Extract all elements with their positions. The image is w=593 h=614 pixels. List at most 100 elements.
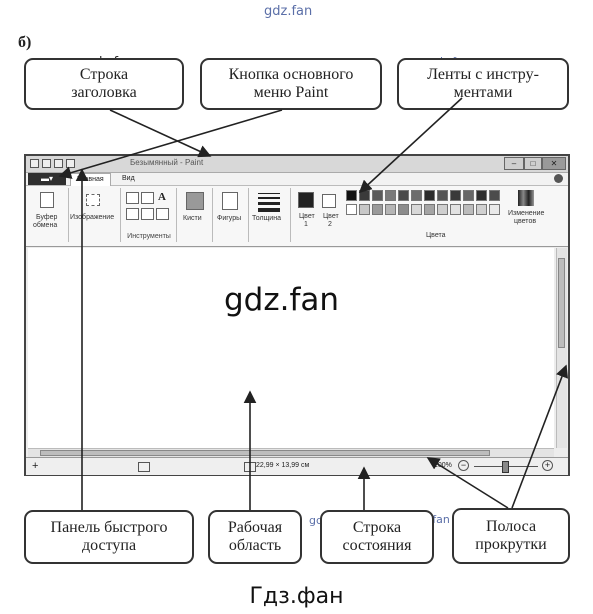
brushes-label[interactable]: Кисти (183, 215, 202, 222)
horizontal-scroll-thumb[interactable] (40, 450, 490, 456)
paste-icon[interactable] (40, 192, 54, 208)
palette-color-swatch[interactable] (398, 204, 409, 215)
palette-color-swatch[interactable] (346, 204, 357, 215)
palette-color-swatch[interactable] (489, 190, 500, 201)
thickness-label[interactable]: Толщина (252, 215, 281, 222)
brush-icon[interactable] (186, 192, 204, 210)
edit-colors-icon[interactable] (518, 190, 534, 206)
palette-color-swatch[interactable] (463, 204, 474, 215)
color1-label: 1 (304, 221, 308, 228)
palette-color-swatch[interactable] (398, 190, 409, 201)
edit-colors-label[interactable]: цветов (514, 218, 537, 225)
color1-label: Цвет (299, 213, 315, 220)
color-select-group: Цвет 1 Цвет 2 (292, 188, 344, 242)
callout-text: заголовка (71, 84, 137, 101)
colors-group-title: Цвета (426, 232, 446, 239)
callout-title-bar: Строка заголовка (24, 58, 184, 110)
callout-work-area: Рабочая область (208, 510, 302, 564)
callout-text: ментами (453, 84, 513, 101)
watermark-bottom: Гдз.фан (249, 584, 344, 609)
palette-color-swatch[interactable] (372, 204, 383, 215)
shapes-icon[interactable] (222, 192, 238, 210)
vertical-scroll-thumb[interactable] (558, 258, 565, 348)
callout-text: Кнопка основного (228, 66, 354, 83)
tools-group: A Инструменты (122, 188, 177, 242)
palette-color-swatch[interactable] (346, 190, 357, 201)
palette-grid (346, 188, 506, 218)
edit-colors-label[interactable]: Изменение (508, 210, 545, 217)
drawing-canvas[interactable] (28, 248, 554, 448)
paint-menu-button[interactable]: ▬▾ (28, 173, 66, 185)
palette-color-swatch[interactable] (411, 190, 422, 201)
close-button[interactable]: ✕ (542, 157, 566, 170)
zoom-in-icon[interactable]: + (542, 460, 553, 471)
palette-color-swatch[interactable] (359, 204, 370, 215)
fill-icon[interactable] (141, 192, 154, 204)
palette-color-swatch[interactable] (437, 190, 448, 201)
text-icon[interactable]: A (158, 191, 166, 203)
palette-color-swatch[interactable] (385, 204, 396, 215)
arrow-scrollbar-h (426, 457, 509, 509)
callout-text: состояния (342, 537, 412, 554)
palette-color-swatch[interactable] (476, 190, 487, 201)
color1-swatch[interactable] (298, 192, 314, 208)
callout-text: Строка (79, 66, 129, 83)
clipboard-label: Буфер (36, 214, 58, 221)
shapes-group: Фигуры (214, 188, 249, 242)
color-palette: Изменение цветов Цвета (346, 188, 566, 244)
tab-view[interactable]: Вид (122, 175, 135, 182)
watermark-top: gdz.fan (264, 4, 313, 19)
select-icon[interactable] (86, 194, 100, 206)
shapes-label[interactable]: Фигуры (217, 215, 242, 222)
thickness-group: Толщина (250, 188, 291, 242)
vertical-scrollbar[interactable] (556, 248, 567, 448)
callout-text: Панель быстрого (50, 519, 168, 536)
color2-swatch[interactable] (322, 194, 336, 208)
palette-color-swatch[interactable] (489, 204, 500, 215)
palette-color-swatch[interactable] (437, 204, 448, 215)
zoom-slider-thumb[interactable] (502, 461, 509, 473)
palette-color-swatch[interactable] (372, 190, 383, 201)
image-label[interactable]: Изображение (70, 214, 115, 221)
callout-text: Полоса (485, 518, 537, 535)
eraser-icon[interactable] (126, 208, 139, 220)
palette-color-swatch[interactable] (450, 204, 461, 215)
minimize-button[interactable]: – (504, 157, 524, 170)
magnifier-icon[interactable] (156, 208, 169, 220)
paint-app-icon (30, 159, 39, 168)
callout-text: прокрутки (475, 536, 547, 553)
maximize-button[interactable]: □ (524, 157, 542, 170)
save-icon[interactable] (42, 159, 51, 168)
thickness-icon[interactable] (258, 193, 280, 212)
horizontal-scrollbar[interactable] (28, 448, 554, 457)
palette-color-swatch[interactable] (424, 204, 435, 215)
selection-icon (138, 462, 150, 472)
callout-main-menu: Кнопка основного меню Paint (200, 58, 382, 110)
color2-label: 2 (328, 221, 332, 228)
palette-color-swatch[interactable] (411, 204, 422, 215)
palette-color-swatch[interactable] (424, 190, 435, 201)
pencil-icon[interactable] (126, 192, 139, 204)
canvas-size-text: 22,99 × 13,99 см (256, 462, 310, 469)
zoom-level: 100% (434, 462, 452, 469)
palette-color-swatch[interactable] (463, 190, 474, 201)
add-icon: + (32, 460, 39, 472)
callout-ribbons: Ленты с инстру- ментами (397, 58, 569, 110)
color-picker-icon[interactable] (141, 208, 154, 220)
help-icon[interactable] (554, 174, 563, 183)
palette-color-swatch[interactable] (385, 190, 396, 201)
callout-text: доступа (81, 537, 137, 554)
callout-text: Рабочая (227, 519, 283, 536)
callout-quick-access: Панель быстрого доступа (24, 510, 194, 564)
zoom-out-icon[interactable]: − (458, 460, 469, 471)
figure-label: б) (18, 34, 32, 51)
clipboard-group: Буфер обмена (28, 188, 69, 242)
zoom-slider[interactable] (474, 461, 538, 473)
clipboard-label: обмена (33, 222, 58, 229)
callout-status-bar: Строка состояния (320, 510, 434, 564)
color2-label: Цвет (323, 213, 339, 220)
palette-color-swatch[interactable] (476, 204, 487, 215)
palette-color-swatch[interactable] (450, 190, 461, 201)
title-bar: Безымянный - Paint – □ ✕ (26, 156, 568, 173)
